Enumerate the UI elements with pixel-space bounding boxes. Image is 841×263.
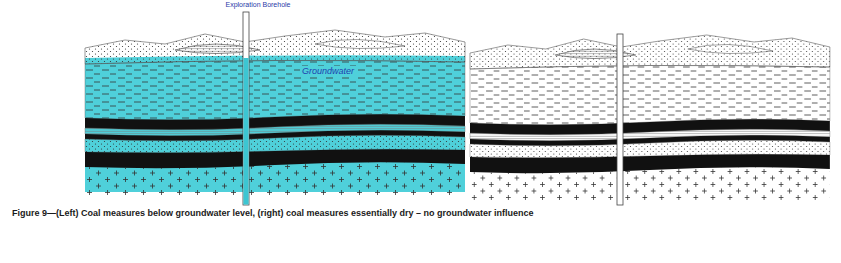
borehole-label: Exploration Borehole [226, 1, 291, 9]
figure-caption: Figure 9—(Left) Coal measures below grou… [12, 208, 534, 218]
groundwater-label: Groundwater [300, 66, 356, 76]
